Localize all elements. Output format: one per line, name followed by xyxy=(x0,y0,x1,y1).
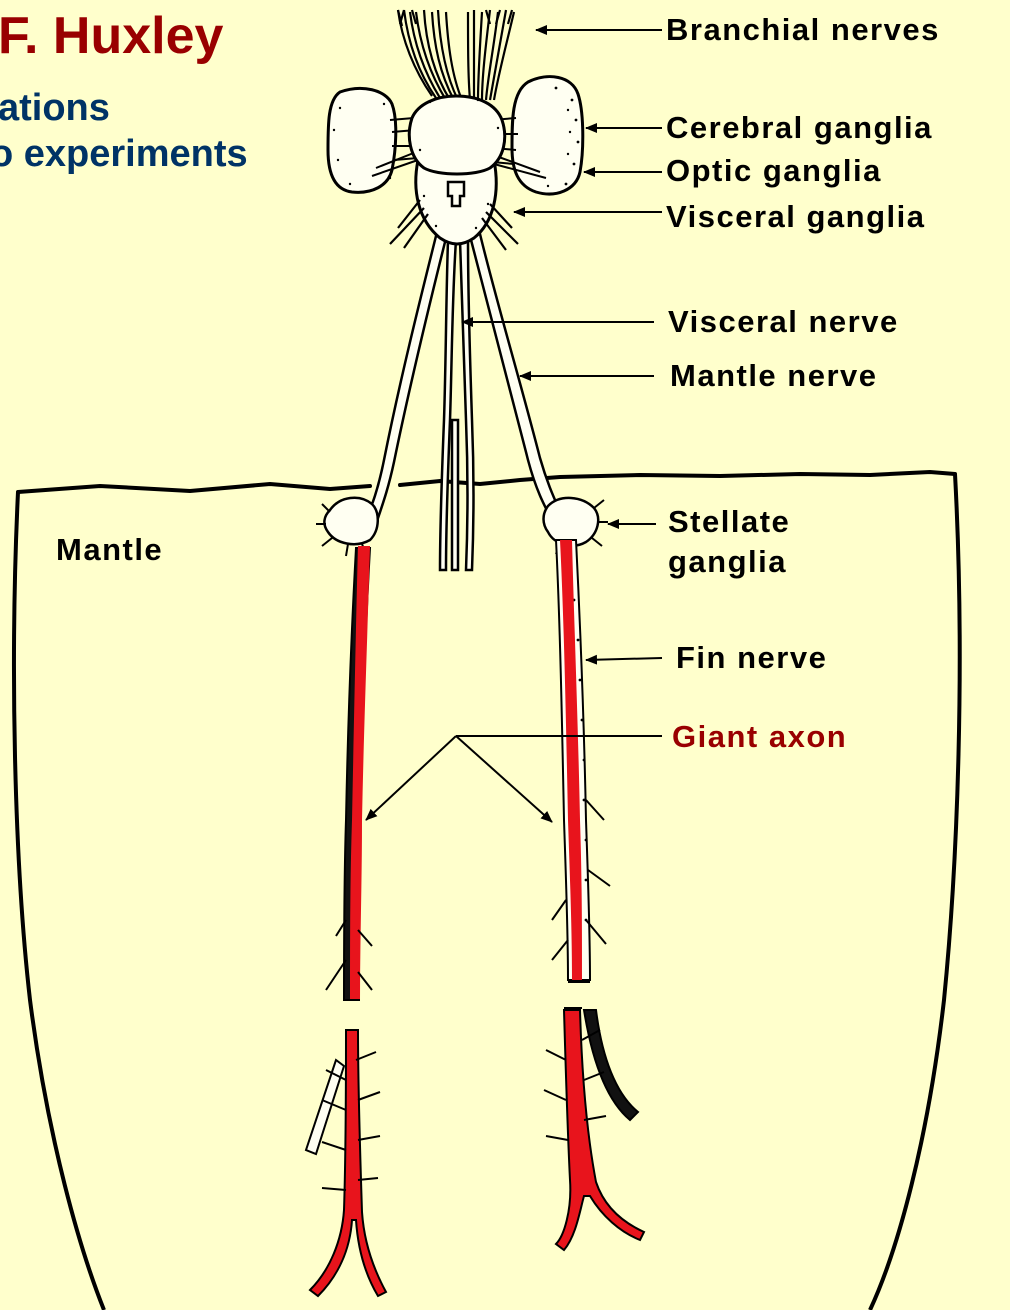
visceral-nerve xyxy=(440,240,474,570)
label-stellate-ganglia-line2: ganglia xyxy=(668,544,787,580)
left-axon-bundle xyxy=(306,546,386,1296)
label-fin-nerve: Fin nerve xyxy=(676,640,827,676)
cerebral-ganglia-shape xyxy=(409,96,504,174)
label-branchial-nerves: Branchial nerves xyxy=(666,12,940,48)
label-giant-axon: Giant axon xyxy=(672,719,847,755)
label-visceral-nerve: Visceral nerve xyxy=(668,304,899,340)
mantle-right-wall xyxy=(870,474,960,1310)
slide-subtitle-line-1: ations xyxy=(0,86,110,130)
arrow-fin-nerve xyxy=(586,658,662,660)
label-mantle: Mantle xyxy=(56,532,163,568)
label-cerebral-ganglia: Cerebral ganglia xyxy=(666,110,933,146)
arrow-giant-axon-right xyxy=(456,736,552,822)
slide-subtitle-line-2: o experiments xyxy=(0,132,248,176)
slide-title-fragment: F. Huxley xyxy=(0,6,223,66)
mantle-outline xyxy=(18,472,955,492)
branchial-nerves xyxy=(398,10,514,100)
label-visceral-ganglia: Visceral ganglia xyxy=(666,199,926,235)
mantle-left-wall xyxy=(14,492,104,1310)
label-stellate-ganglia-line1: Stellate xyxy=(668,504,790,540)
label-mantle-nerve: Mantle nerve xyxy=(670,358,878,394)
right-axon-bundle xyxy=(544,540,644,1250)
right-optic-lobe xyxy=(512,77,583,194)
label-optic-ganglia: Optic ganglia xyxy=(666,153,882,189)
brain xyxy=(328,77,583,250)
arrow-giant-axon-left xyxy=(366,736,456,820)
left-optic-lobe xyxy=(328,88,396,192)
